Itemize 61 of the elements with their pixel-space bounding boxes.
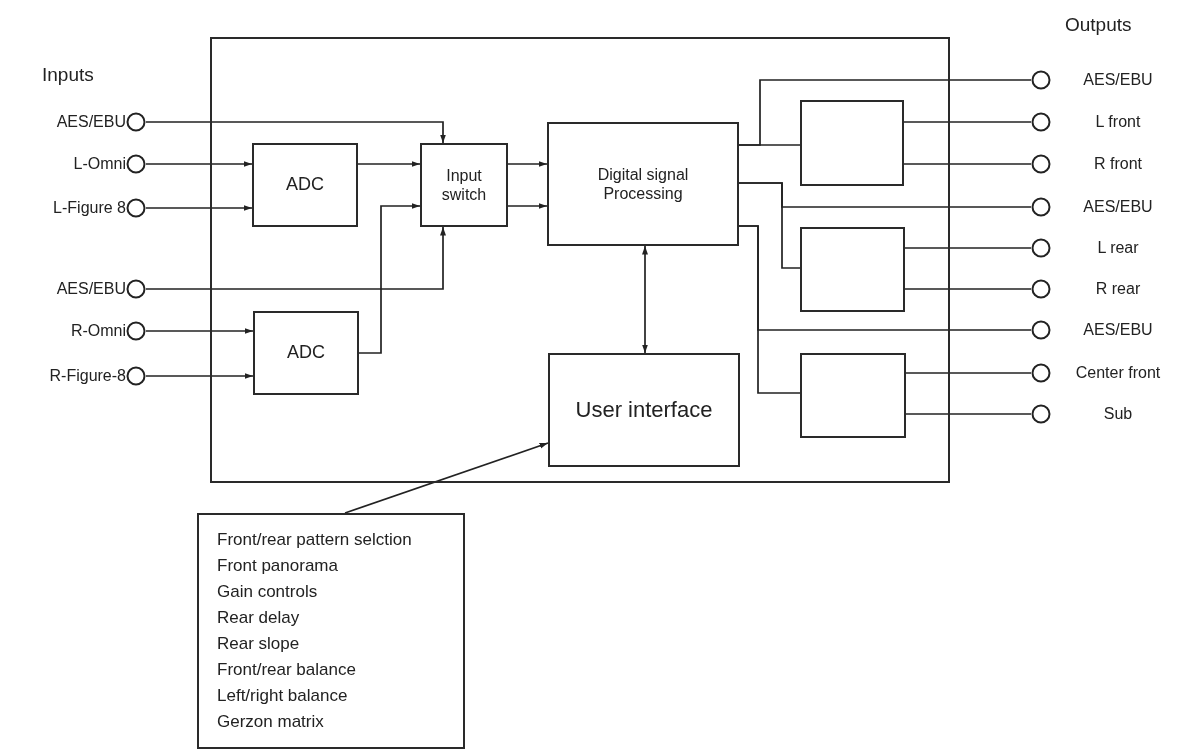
box-label: User interface	[574, 396, 714, 424]
empty-box	[800, 353, 906, 438]
arrow	[145, 121, 446, 144]
list-item: Gerzon matrix	[217, 711, 325, 733]
signal-line	[904, 288, 1032, 290]
signal-line	[905, 413, 1032, 415]
signal-line	[903, 163, 1032, 165]
box-label: Digital signal Processing	[596, 164, 690, 204]
process-box	[420, 143, 508, 227]
signal-line	[738, 182, 1032, 208]
signal-line	[904, 247, 1032, 249]
terminal-label: R-Figure-8	[49, 367, 126, 385]
terminal-label: L-Figure 8	[53, 199, 126, 217]
signal-line	[738, 79, 1032, 146]
empty-box	[800, 100, 904, 186]
terminal-label: AES/EBU	[1082, 321, 1154, 339]
terminal-label: L front	[1094, 113, 1142, 131]
arrow	[357, 161, 421, 167]
arrow	[358, 203, 421, 354]
process-box	[252, 143, 358, 227]
box-label: ADC	[286, 342, 326, 364]
list-item: Left/right balance	[217, 685, 349, 707]
list-item: Front/rear balance	[217, 659, 357, 681]
list-item: Front panorama	[217, 555, 339, 577]
heading-label: Inputs	[42, 64, 94, 86]
settings-list-box	[197, 513, 465, 749]
arrow	[344, 442, 549, 514]
terminal-label: R front	[1093, 155, 1143, 173]
arrow	[507, 203, 548, 209]
terminal-label: AES/EBU	[1082, 198, 1154, 216]
terminal-label: Sub	[1102, 405, 1134, 423]
arrow	[507, 161, 548, 167]
arrow	[145, 205, 253, 211]
empty-box	[800, 227, 905, 312]
terminal-label: AES/EBU	[56, 113, 126, 131]
terminal-label: L rear	[1096, 239, 1140, 257]
terminal-label: AES/EBU	[56, 280, 126, 298]
list-item: Front/rear pattern selction	[217, 529, 413, 551]
signal-line	[905, 372, 1032, 374]
box-label: Input switch	[440, 165, 488, 205]
enclosure-box	[210, 37, 950, 483]
terminal-label: R-Omni	[70, 322, 126, 340]
heading-label: Outputs	[1065, 14, 1132, 36]
terminal-label: AES/EBU	[1082, 71, 1154, 89]
arrow	[642, 245, 648, 354]
arrow	[145, 226, 446, 290]
process-box	[548, 353, 740, 467]
arrow	[145, 328, 254, 334]
signal-line	[738, 225, 1032, 331]
terminal-label: R rear	[1094, 280, 1142, 298]
box-label: ADC	[285, 174, 325, 196]
terminal-label: Center front	[1074, 364, 1162, 382]
list-item: Rear slope	[217, 633, 301, 655]
list-item: Rear delay	[217, 607, 301, 629]
terminal-label: L-Omni	[73, 155, 126, 173]
process-box	[547, 122, 739, 246]
arrow	[145, 161, 253, 167]
arrow	[145, 373, 254, 379]
list-item: Gain controls	[217, 581, 319, 603]
signal-line	[903, 121, 1032, 123]
process-box	[253, 311, 359, 395]
